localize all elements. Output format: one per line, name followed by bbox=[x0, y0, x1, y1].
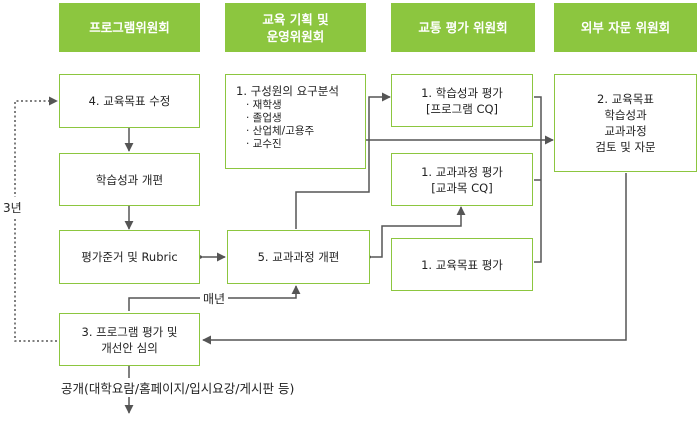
header-program-committee: 프로그램위원회 bbox=[59, 3, 200, 52]
label-every-year: 매년 bbox=[200, 290, 229, 307]
arrow-curriculum-revise-to-eval bbox=[363, 206, 466, 262]
needs-item: · 교수진 bbox=[246, 138, 282, 150]
box-needs-analysis: 1. 구성원의 요구분석 · 재학생 · 졸업생 · 산업체/고용주 · 교수진 bbox=[225, 74, 366, 169]
needs-title: 1. 구성원의 요구분석 bbox=[236, 84, 339, 98]
box-edu-goal-revise: 4. 교육목표 수정 bbox=[59, 74, 200, 128]
box-curriculum-revise: 5. 교과과정 개편 bbox=[227, 230, 370, 284]
needs-item: · 졸업생 bbox=[246, 112, 282, 124]
arrow-3-year-loop bbox=[14, 96, 58, 342]
header-eval-committee: 교통 평가 위원회 bbox=[391, 3, 535, 52]
needs-item: · 재학생 bbox=[246, 99, 282, 111]
box-outcome-eval: 1. 학습성과 평가 [프로그램 CQ] bbox=[391, 74, 533, 127]
header-external-committee: 외부 자문 위원회 bbox=[554, 3, 697, 52]
header-edu-planning-committee: 교육 기획 및 운영위원회 bbox=[225, 3, 366, 52]
box-rubric: 평가준거 및 Rubric bbox=[59, 230, 200, 284]
box-curriculum-eval: 1. 교과과정 평가 [교과목 CQ] bbox=[391, 153, 533, 206]
box-outcome-revise: 학습성과 개편 bbox=[59, 153, 200, 206]
arrow-external-to-review bbox=[202, 173, 627, 345]
label-3-year-cycle: 3년 bbox=[3, 197, 22, 218]
needs-item: · 산업체/고용주 bbox=[246, 125, 315, 137]
box-external-review: 2. 교육목표 학습성과 교과과정 검토 및 자문 bbox=[554, 74, 697, 172]
label-publish: 공개(대학요람/홈페이지/입시요강/게시판 등) bbox=[61, 378, 295, 397]
box-goal-eval: 1. 교육목표 평가 bbox=[391, 238, 533, 291]
box-program-eval-review: 3. 프로그램 평가 및 개선안 심의 bbox=[59, 313, 200, 366]
arrow-curriculum-to-outcome-eval bbox=[295, 92, 391, 229]
